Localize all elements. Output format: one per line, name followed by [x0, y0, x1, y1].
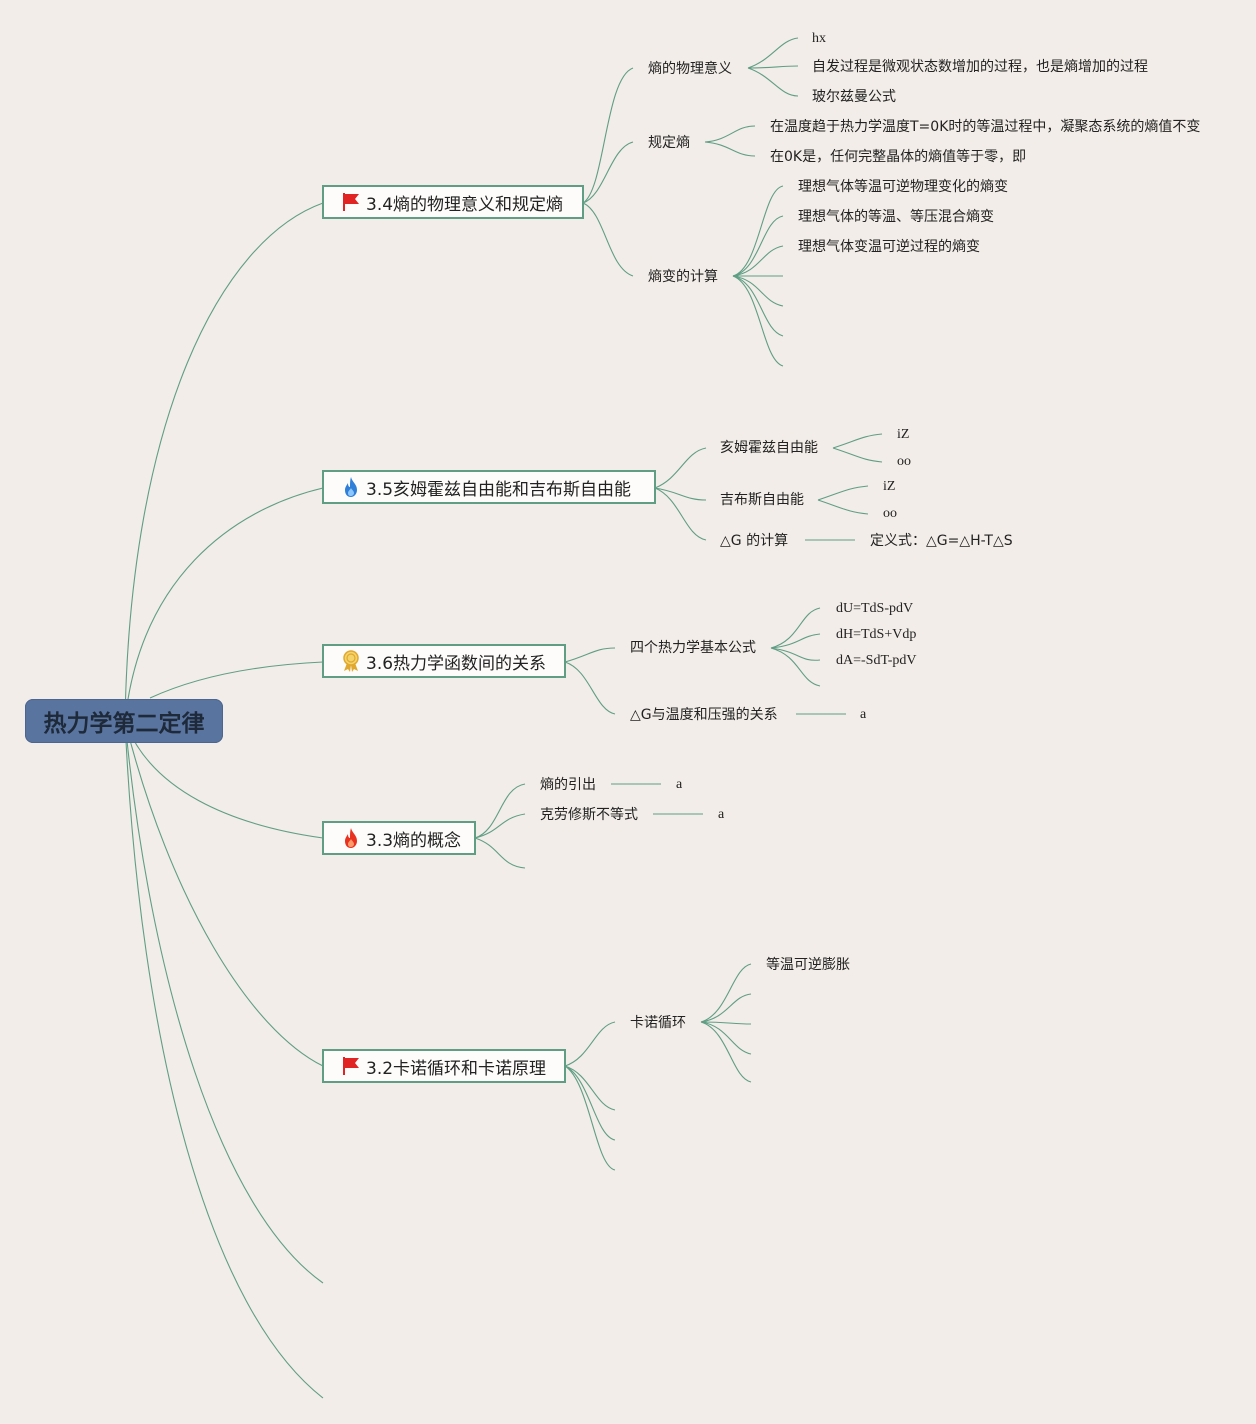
root-topic-label: 热力学第二定律	[43, 711, 205, 737]
leaf-isothermal-reversible[interactable]: 理想气体等温可逆物理变化的熵变	[798, 179, 1008, 195]
branch-3-2-label: 3.2卡诺循环和卡诺原理	[366, 1058, 547, 1079]
leaf-third-law-statement[interactable]: 在温度趋于热力学温度T=0K时的等温过程中，凝聚态系统的熵值不变	[770, 119, 1201, 135]
leaf-dh-equation[interactable]: dH=TdS+Vdp	[836, 627, 917, 642]
root-topic[interactable]: 热力学第二定律	[25, 699, 223, 743]
topic-carnot-cycle[interactable]: 卡诺循环	[630, 1015, 686, 1031]
branch-3-3-label: 3.3熵的概念	[366, 830, 462, 851]
leaf-spontaneous-process[interactable]: 自发过程是微观状态数增加的过程，也是熵增加的过程	[812, 59, 1148, 75]
branch-3-2[interactable]: 3.2卡诺循环和卡诺原理	[322, 1049, 566, 1083]
branch-3-6-label: 3.6热力学函数间的关系	[366, 653, 547, 674]
branch-3-5-label: 3.5亥姆霍兹自由能和吉布斯自由能	[366, 479, 632, 500]
leaf-delta-g-a[interactable]: a	[860, 707, 867, 722]
branch-3-4-label: 3.4熵的物理意义和规定熵	[366, 194, 564, 215]
leaf-isothermal-expansion[interactable]: 等温可逆膨胀	[766, 957, 850, 973]
red-flag-icon	[340, 191, 362, 213]
red-flag-icon	[340, 1055, 362, 1077]
topic-delta-g-temp-pressure[interactable]: △G与温度和压强的关系	[630, 707, 778, 723]
leaf-helmholtz-iz[interactable]: iZ	[897, 427, 910, 442]
leaf-variable-temperature[interactable]: 理想气体变温可逆过程的熵变	[798, 239, 980, 255]
topic-helmholtz[interactable]: 亥姆霍兹自由能	[720, 440, 818, 456]
branch-3-4[interactable]: 3.4熵的物理意义和规定熵	[322, 185, 584, 219]
leaf-du-equation[interactable]: dU=TdS-pdV	[836, 601, 914, 616]
topic-entropy-physical-meaning[interactable]: 熵的物理意义	[648, 61, 732, 77]
gold-medal-icon	[340, 650, 362, 672]
topic-four-basic-equations[interactable]: 四个热力学基本公式	[630, 640, 756, 656]
branch-3-6[interactable]: 3.6热力学函数间的关系	[322, 644, 566, 678]
topic-delta-g-calc[interactable]: △G 的计算	[720, 533, 789, 549]
topic-gibbs[interactable]: 吉布斯自由能	[720, 492, 804, 508]
leaf-boltzmann-formula[interactable]: 玻尔兹曼公式	[812, 89, 896, 105]
topic-conventional-entropy[interactable]: 规定熵	[648, 135, 690, 151]
leaf-perfect-crystal-zero[interactable]: 在0K是，任何完整晶体的熵值等于零，即	[770, 149, 1027, 165]
leaf-hx[interactable]: hx	[812, 31, 826, 46]
red-fire-icon	[340, 827, 362, 849]
leaf-gibbs-oo[interactable]: oo	[883, 506, 897, 521]
leaf-helmholtz-oo[interactable]: oo	[897, 454, 911, 469]
branch-3-5[interactable]: 3.5亥姆霍兹自由能和吉布斯自由能	[322, 470, 656, 504]
leaf-delta-g-definition[interactable]: 定义式：△G=△H-T△S	[870, 533, 1013, 549]
leaf-gibbs-iz[interactable]: iZ	[883, 479, 896, 494]
topic-entropy-introduction[interactable]: 熵的引出	[540, 777, 596, 793]
leaf-entropy-intro-a[interactable]: a	[676, 777, 683, 792]
branch-3-3[interactable]: 3.3熵的概念	[322, 821, 476, 855]
leaf-clausius-a[interactable]: a	[718, 807, 725, 822]
topic-entropy-change-calc[interactable]: 熵变的计算	[648, 269, 718, 285]
leaf-da-equation[interactable]: dA=-SdT-pdV	[836, 653, 917, 668]
blue-fire-icon	[340, 476, 362, 498]
leaf-mixing-entropy[interactable]: 理想气体的等温、等压混合熵变	[798, 209, 994, 225]
topic-clausius-inequality[interactable]: 克劳修斯不等式	[540, 807, 638, 823]
